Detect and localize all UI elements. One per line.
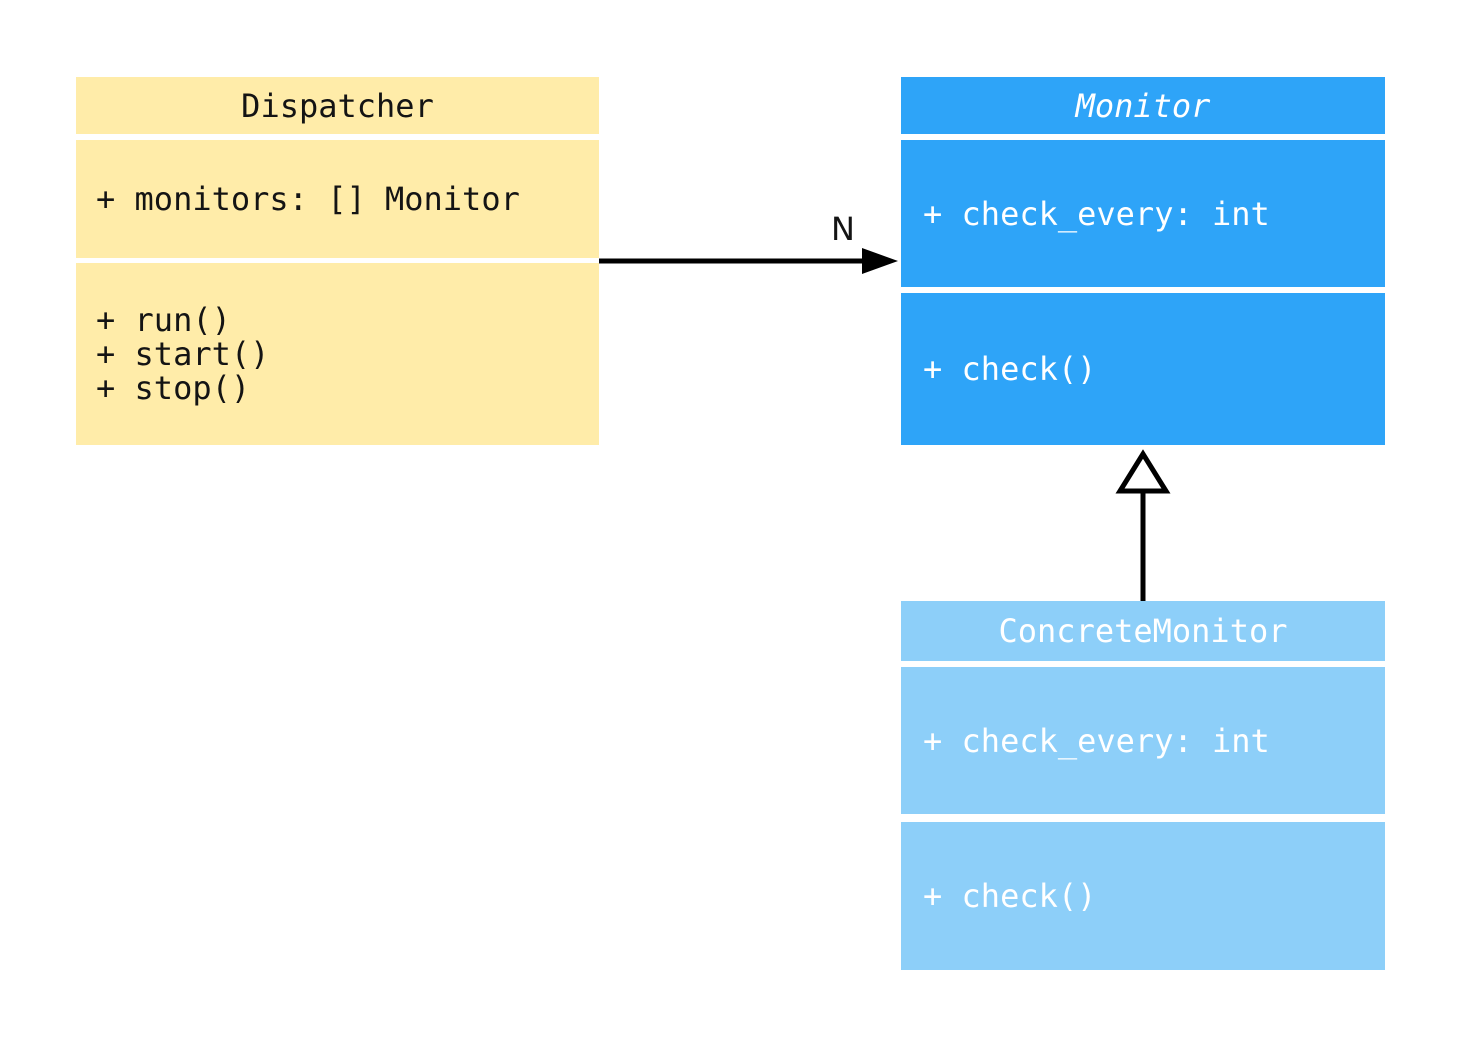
class-name-monitor: Monitor — [1075, 86, 1211, 125]
method-item: + run() — [96, 301, 231, 339]
class-name-dispatcher: Dispatcher — [241, 86, 434, 125]
inheritance-arrow — [1115, 449, 1171, 601]
association-arrow — [599, 248, 898, 274]
methods-section-concrete-monitor: + check() — [901, 822, 1385, 970]
method-item: + stop() — [96, 369, 251, 407]
attributes-section-concrete-monitor: + check_every: int — [901, 667, 1385, 814]
attributes-section-monitor: + check_every: int — [901, 140, 1385, 287]
methods-section-dispatcher: + run() + start() + stop() — [76, 263, 599, 445]
attributes-section-dispatcher: + monitors: [] Monitor — [76, 140, 599, 258]
class-box-dispatcher: Dispatcher + monitors: [] Monitor + run(… — [76, 77, 599, 445]
class-name-concrete-monitor: ConcreteMonitor — [998, 612, 1288, 650]
method-item: + check() — [923, 350, 1097, 388]
class-box-concrete-monitor: ConcreteMonitor + check_every: int + che… — [901, 601, 1385, 970]
methods-section-monitor: + check() — [901, 293, 1385, 445]
attribute-item: + check_every: int — [923, 721, 1270, 760]
class-header-concrete-monitor: ConcreteMonitor — [901, 601, 1385, 661]
class-header-monitor: Monitor — [901, 77, 1385, 134]
class-box-monitor: Monitor + check_every: int + check() — [901, 77, 1385, 445]
inheritance-triangle-icon — [1115, 449, 1171, 494]
class-header-dispatcher: Dispatcher — [76, 77, 599, 134]
attribute-item: + check_every: int — [923, 194, 1270, 233]
multiplicity-label: N — [831, 210, 855, 248]
method-item: + check() — [923, 877, 1097, 915]
method-item: + start() — [96, 335, 270, 373]
association-arrowhead-icon — [862, 248, 898, 274]
attribute-item: + monitors: [] Monitor — [96, 180, 520, 218]
